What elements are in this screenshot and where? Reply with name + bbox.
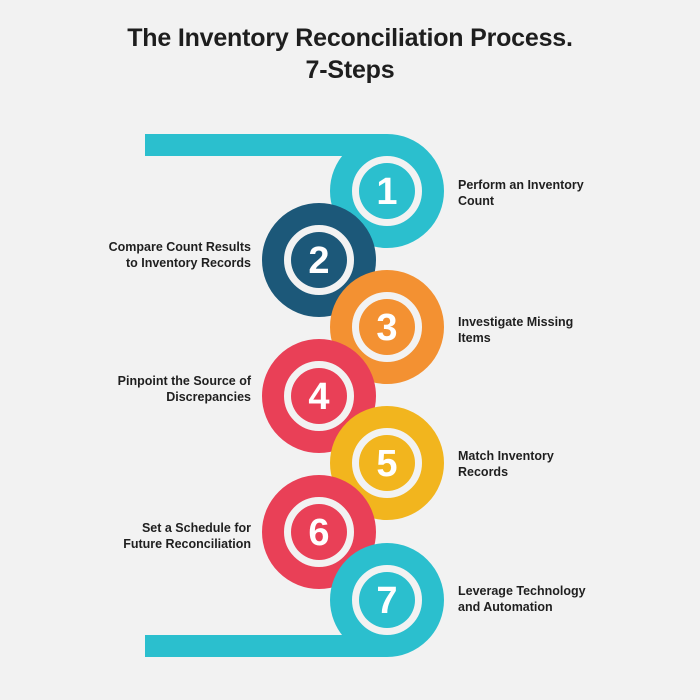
step-7-label-line-2: and Automation (458, 599, 553, 614)
step-4-label-line-2: Discrepancies (166, 389, 251, 404)
step-6-label: Set a Schedule for Future Reconciliation (123, 521, 251, 552)
step-7-label: Leverage Technology and Automation (458, 584, 586, 615)
step-3-label-line-1: Investigate Missing (458, 315, 574, 329)
step-4-badge (291, 368, 347, 424)
step-4-number: 4 (308, 376, 329, 418)
title-line-1: The Inventory Reconciliation Process. (127, 24, 573, 52)
step-3-label: Investigate Missing Items (458, 315, 573, 346)
step-5-label-line-2: Records (458, 464, 509, 479)
step-1-number: 1 (376, 171, 397, 213)
step-6-label-line-2: Future Reconciliation (123, 536, 251, 551)
step-1-label-line-1: Perform an Inventory (458, 178, 584, 192)
step-6-label-line-1: Set a Schedule for (141, 521, 251, 535)
step-7-label-line-1: Leverage Technology (458, 584, 586, 598)
step-3-number: 3 (376, 307, 397, 349)
top-connector-bar (145, 134, 387, 156)
step-5-label: Match Inventory Records (458, 449, 554, 480)
bottom-connector-bar (145, 635, 387, 657)
step-3-badge (359, 299, 415, 355)
title-line-2: 7-Steps (305, 56, 395, 84)
step-7-number: 7 (376, 580, 397, 622)
step-2-label-line-2: to Inventory Records (125, 255, 251, 270)
step-4-label-line-1: Pinpoint the Source of (117, 374, 251, 388)
step-1-label: Perform an Inventory Count (458, 178, 584, 209)
step-3-label-line-2: Items (458, 330, 491, 345)
step-3-ring (330, 270, 444, 384)
step-5-badge (359, 435, 415, 491)
step-2-label-line-1: Compare Count Results (108, 240, 251, 254)
step-5-number: 5 (376, 443, 397, 485)
step-5-label-line-1: Match Inventory (458, 449, 554, 463)
page-title: The Inventory Reconciliation Process. 7-… (0, 22, 700, 86)
step-2-number: 2 (308, 240, 329, 282)
step-2-ring (262, 203, 376, 317)
step-1-badge (359, 163, 415, 219)
step-7-badge (359, 572, 415, 628)
step-6-ring (262, 475, 376, 589)
step-6-number: 6 (308, 512, 329, 554)
step-2-badge (291, 232, 347, 288)
step-4-ring (262, 339, 376, 453)
step-4-label: Pinpoint the Source of Discrepancies (118, 374, 251, 405)
step-2-label: Compare Count Results to Inventory Recor… (109, 240, 251, 271)
step-5-ring (330, 406, 444, 520)
step-6-badge (291, 504, 347, 560)
step-1-label-line-2: Count (458, 193, 495, 208)
